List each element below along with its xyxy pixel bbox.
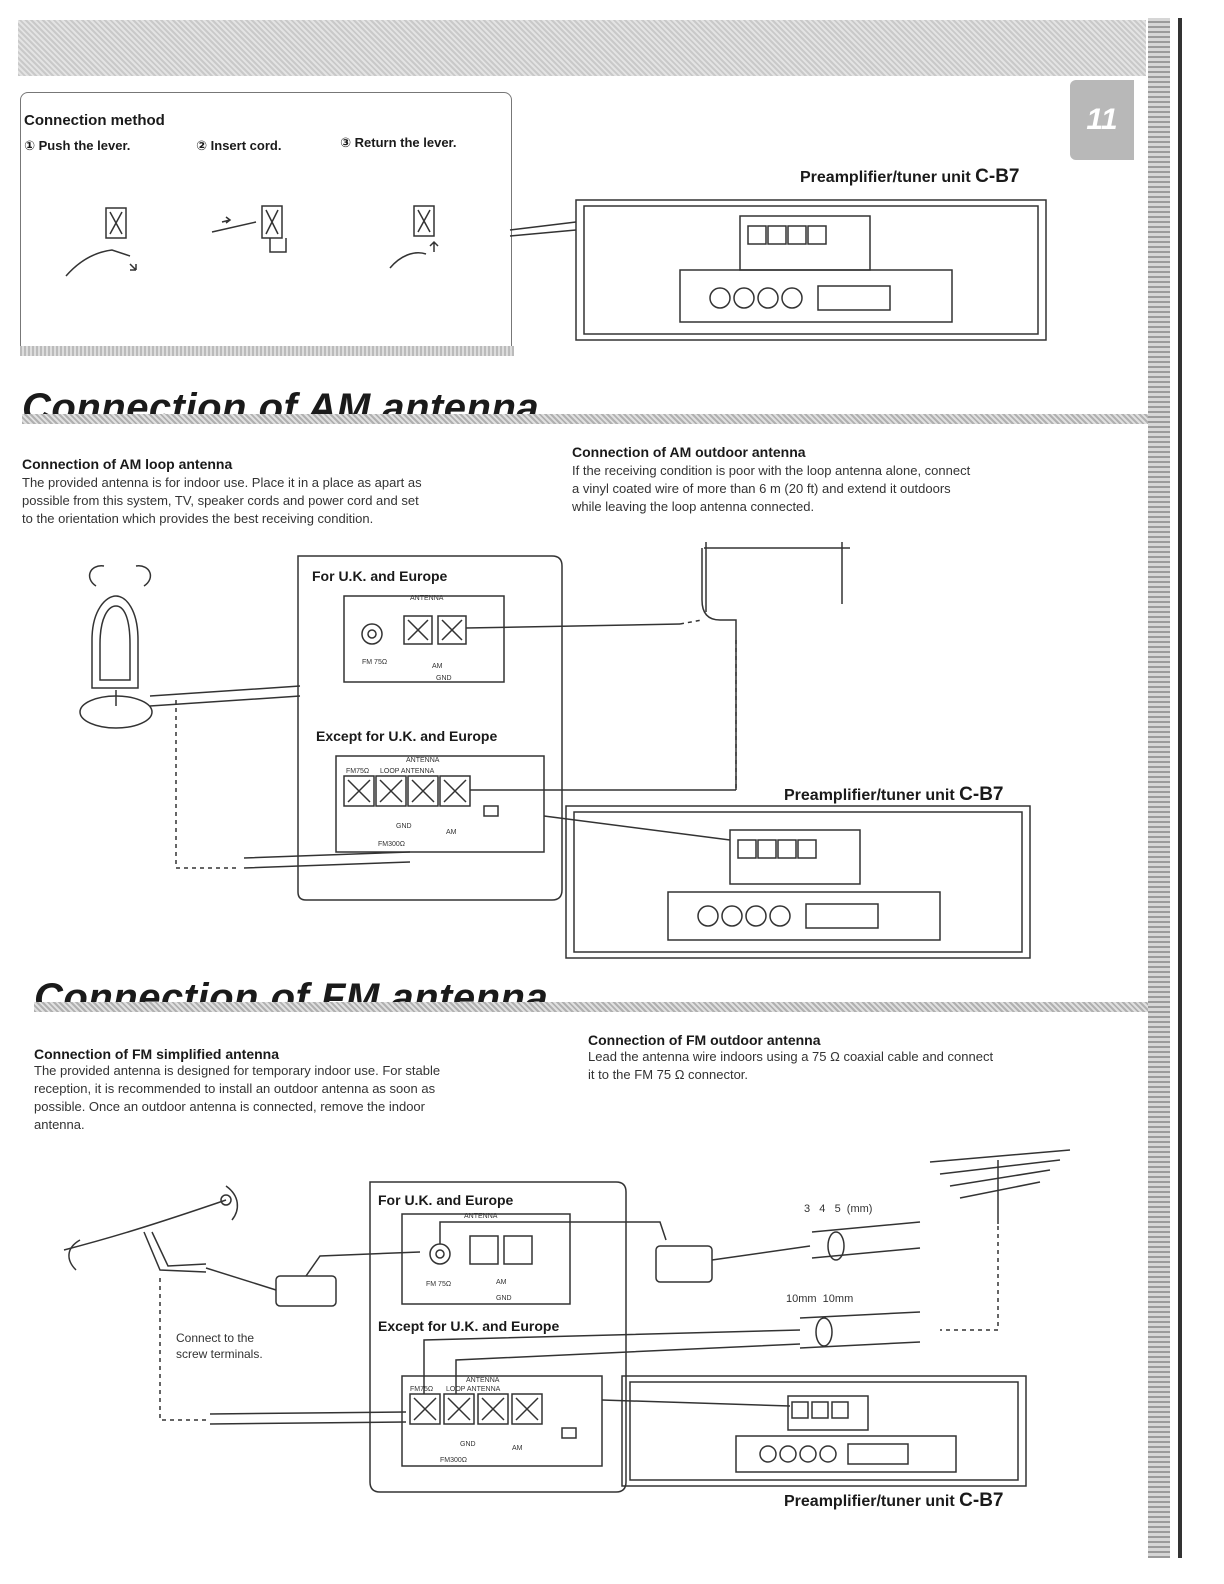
am-region-other-label: Except for U.K. and Europe: [316, 728, 498, 744]
step-2: ② Insert cord.: [196, 138, 281, 154]
step-3-label: Return the lever.: [354, 135, 457, 150]
am-uk-am-tag: AM: [432, 663, 443, 670]
fm-uk-antenna-tag: ANTENNA: [464, 1213, 498, 1220]
fm-other-fm75-tag: FM75Ω: [410, 1386, 433, 1393]
lever-insert-illustration: [211, 205, 287, 253]
step-3: ③ Return the lever.: [340, 135, 457, 151]
unit-c-b7-top: [509, 199, 1047, 341]
step-2-num: ②: [196, 138, 208, 153]
am-loop-line-1: The provided antenna is for indoor use. …: [22, 475, 422, 490]
fm-other-loop-tag: LOOP ANTENNA: [446, 1386, 501, 1393]
am-title-rule: [22, 414, 1148, 424]
am-outdoor-line-2: a vinyl coated wire of more than 6 m (20…: [572, 481, 951, 496]
fm-uk-terminal-panel: [401, 1213, 921, 1305]
page-edge-shading: [1148, 18, 1170, 1558]
step-2-label: Insert cord.: [210, 138, 282, 153]
screw-note-line-2: screw terminals.: [176, 1347, 263, 1361]
fm-indoor-antenna: [63, 1185, 421, 1425]
fm-uk-gnd-tag: GND: [496, 1295, 512, 1302]
am-outdoor-heading: Connection of AM outdoor antenna: [572, 444, 806, 460]
am-loop-line-3: to the orientation which provides the be…: [22, 511, 374, 526]
am-uk-antenna-tag: ANTENNA: [410, 595, 444, 602]
am-uk-terminal-panel: [343, 542, 850, 790]
am-other-fm75-tag: FM75Ω: [346, 768, 369, 775]
fm-title-rule: [34, 1002, 1148, 1012]
fm-other-am-tag: AM: [512, 1445, 523, 1452]
lever-return-illustration: [389, 205, 439, 269]
lever-push-illustration: [65, 207, 137, 277]
unit-label-bottom: Preamplifier/tuner unit C-B7: [784, 1490, 1003, 1512]
fm-simplified-line-1: The provided antenna is designed for tem…: [34, 1063, 441, 1078]
fm-region-uk-label: For U.K. and Europe: [378, 1192, 514, 1208]
am-other-loop-tag: LOOP ANTENNA: [380, 768, 435, 775]
connection-method-title: Connection method: [24, 112, 165, 129]
header-band: [18, 20, 1146, 76]
fm-simplified-text: The provided antenna is designed for tem…: [34, 1062, 554, 1134]
unit-label-top: Preamplifier/tuner unit C-B7: [800, 166, 1019, 188]
unit-label-top-prefix: Preamplifier/tuner unit: [800, 169, 976, 186]
fm-simplified-heading: Connection of FM simplified antenna: [34, 1046, 279, 1062]
am-uk-fm75-tag: FM 75Ω: [362, 659, 387, 666]
fm-outdoor-text: Lead the antenna wire indoors using a 75…: [588, 1048, 1108, 1084]
step-1-label: Push the lever.: [38, 138, 131, 153]
am-loop-heading: Connection of AM loop antenna: [22, 456, 233, 472]
unit-label-middle: Preamplifier/tuner unit C-B7: [784, 784, 1003, 806]
unit-label-top-model: C-B7: [975, 166, 1020, 187]
am-loop-text: The provided antenna is for indoor use. …: [22, 474, 542, 528]
fm-section-title: Connection of FM antenna: [34, 976, 549, 1020]
step-1-num: ①: [24, 138, 36, 153]
unit-label-middle-model: C-B7: [959, 784, 1004, 805]
connection-method-shadow: [20, 346, 514, 356]
strip-dimensions-2: 10mm 10mm: [786, 1293, 854, 1305]
am-other-am-tag: AM: [446, 829, 457, 836]
am-outdoor-text: If the receiving condition is poor with …: [572, 462, 1092, 516]
unit-c-b7-bottom: [601, 1375, 1027, 1487]
unit-label-bottom-prefix: Preamplifier/tuner unit: [784, 1493, 960, 1510]
am-outdoor-line-1: If the receiving condition is poor with …: [572, 463, 971, 478]
fm-simplified-line-4: antenna.: [34, 1117, 85, 1132]
screw-terminal-note: Connect to the screw terminals.: [176, 1330, 263, 1362]
am-loop-line-2: possible from this system, TV, speaker c…: [22, 493, 419, 508]
fm-uk-fm75-tag: FM 75Ω: [426, 1281, 451, 1288]
fm-uk-am-tag: AM: [496, 1279, 507, 1286]
step-1: ① Push the lever.: [24, 138, 130, 154]
fm-simplified-line-2: reception, it is recommended to install …: [34, 1081, 436, 1096]
fm-region-other-label: Except for U.K. and Europe: [378, 1318, 560, 1334]
am-outdoor-line-3: while leaving the loop antenna connected…: [572, 499, 815, 514]
page-edge-line: [1178, 18, 1182, 1558]
am-other-gnd-tag: GND: [396, 823, 412, 830]
am-other-antenna-tag: ANTENNA: [406, 757, 440, 764]
fm-outdoor-line-2: it to the FM 75 Ω connector.: [588, 1067, 749, 1082]
am-other-fm300-tag: FM300Ω: [378, 841, 405, 848]
am-loop-antenna: [79, 565, 411, 869]
fm-other-gnd-tag: GND: [460, 1441, 476, 1448]
fm-outdoor-heading: Connection of FM outdoor antenna: [588, 1032, 821, 1048]
unit-c-b7-middle: [543, 805, 1031, 959]
am-region-uk-label: For U.K. and Europe: [312, 568, 448, 584]
am-uk-gnd-tag: GND: [436, 675, 452, 682]
fm-other-antenna-tag: ANTENNA: [466, 1377, 500, 1384]
screw-note-line-1: Connect to the: [176, 1331, 255, 1345]
fm-outdoor-line-1: Lead the antenna wire indoors using a 75…: [588, 1049, 994, 1064]
fm-other-fm300-tag: FM300Ω: [440, 1457, 467, 1464]
am-other-terminal-panel: [335, 755, 736, 853]
step-3-num: ③: [340, 135, 352, 150]
unit-label-bottom-model: C-B7: [959, 1490, 1004, 1511]
unit-label-middle-prefix: Preamplifier/tuner unit: [784, 787, 960, 804]
fm-outdoor-antenna: [929, 1149, 1071, 1331]
strip-dimensions-1: 3 4 5 (mm): [804, 1203, 873, 1215]
fm-simplified-line-3: possible. Once an outdoor antenna is con…: [34, 1099, 425, 1114]
page-number: 11: [1070, 80, 1134, 160]
fm-other-terminal-panel: [401, 1311, 921, 1467]
